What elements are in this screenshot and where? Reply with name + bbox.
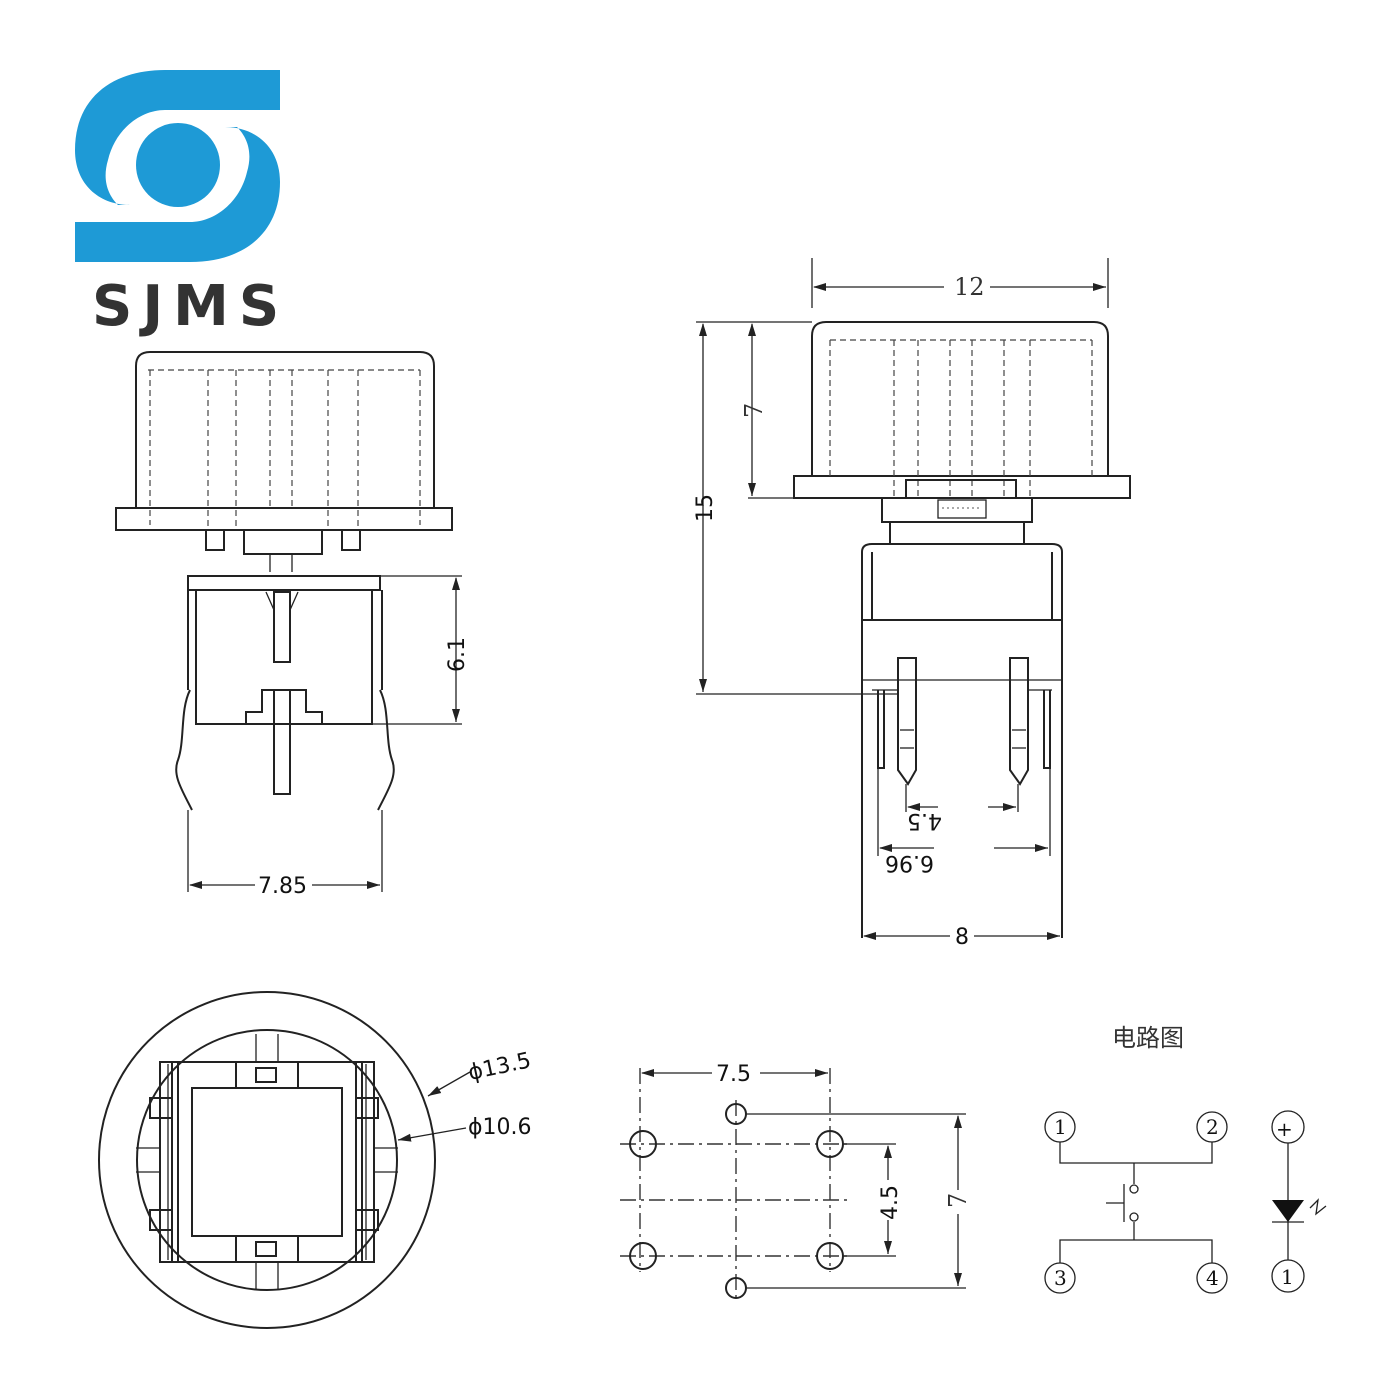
dim-cap-height: 7 [740,403,768,418]
dim-total-height: 15 [693,494,718,522]
led-plus-label: + [1276,1117,1293,1141]
brand-name: SJMS [92,274,289,339]
sjms-logo: SJMS [75,70,289,339]
side-view-left: 6.1 7.85 [115,351,470,899]
pin-3-label: 3 [1054,1266,1067,1290]
dim-contact-height: 6.1 [445,637,470,672]
dim-pcb-pitch: 4.5 [878,1185,903,1220]
dim-inner-diameter: ϕ10.6 [468,1115,532,1140]
dim-outer-diameter: ϕ13.5 [466,1048,533,1086]
pin-2-label: 2 [1206,1115,1219,1139]
led-symbol [1272,1200,1304,1222]
dim-pin-pitch: 4.5 [907,808,942,833]
dim-pcb-width: 7.5 [716,1062,751,1087]
led-minus-label: 1 [1281,1265,1294,1289]
top-view: ϕ13.5 ϕ10.6 [98,991,533,1329]
dim-top-width: 12 [954,273,985,301]
logo-dot [136,123,220,207]
dim-pcb-height: 7 [944,1193,972,1208]
pin-1-label: 1 [1054,1115,1067,1139]
dim-pin-outer: 6.96 [885,850,934,875]
dim-body-width: 8 [955,925,969,950]
logo-s-shape-lower [75,127,280,262]
pin-4-label: 4 [1206,1266,1219,1290]
dim-contact-span: 7.85 [258,874,307,899]
logo-s-shape [75,70,280,205]
pcb-layout: 7.5 4.5 7 [620,1062,972,1300]
circuit-diagram: 电路图 1 2 3 4 + 1 [1044,1024,1327,1294]
circuit-title: 电路图 [1112,1024,1184,1052]
side-view-right: 12 [693,258,1131,950]
